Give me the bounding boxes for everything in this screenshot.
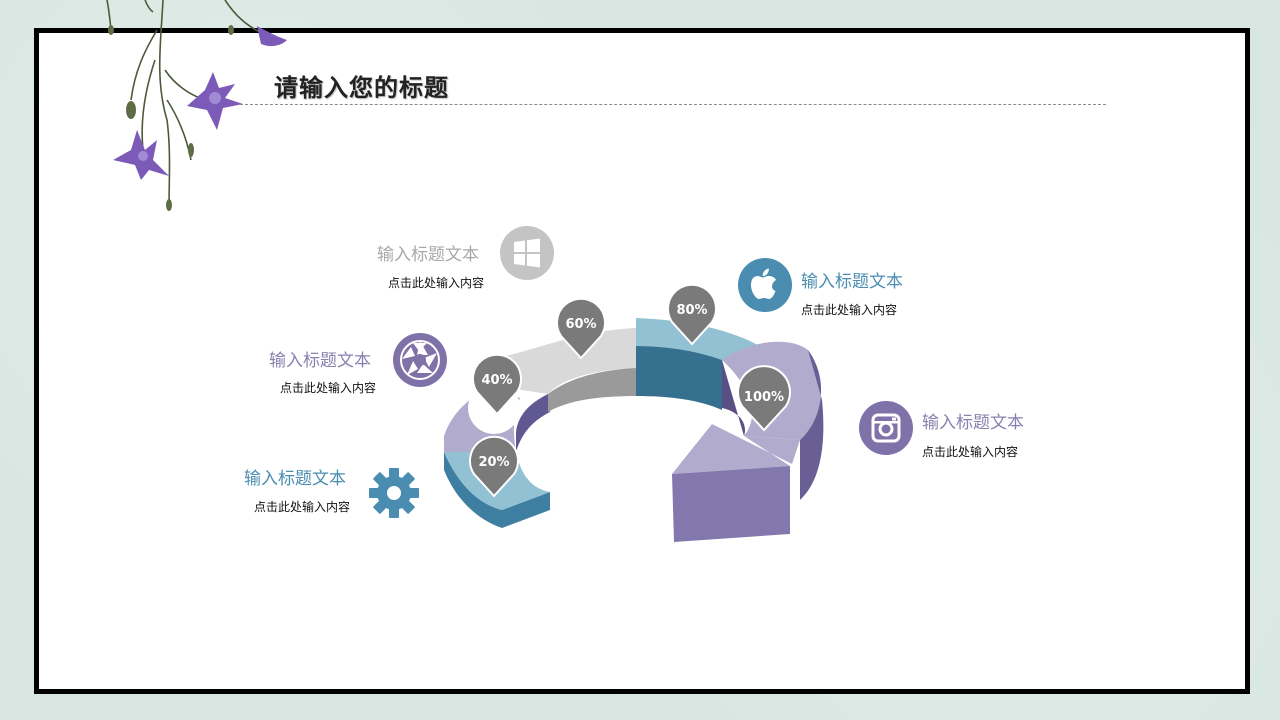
marker-label-60: 60% (565, 317, 596, 332)
title-divider (240, 104, 1106, 105)
windows-icon (500, 226, 554, 280)
item-title-apple: 输入标题文本 (801, 272, 903, 292)
ring-segment-100-arrow (672, 341, 824, 542)
item-title-gear: 输入标题文本 (244, 469, 346, 489)
ring-segment-60 (496, 328, 636, 412)
item-desc-aperture: 点击此处输入内容 (280, 381, 377, 395)
item-desc-instagram: 点击此处输入内容 (922, 445, 1019, 459)
item-desc-apple: 点击此处输入内容 (801, 303, 898, 317)
item-title-aperture: 输入标题文本 (269, 351, 371, 371)
percent-marker-40: 40% (472, 353, 522, 416)
item-title-instagram: 输入标题文本 (922, 413, 1024, 433)
marker-label-40: 40% (481, 373, 512, 388)
flower-decoration (106, 0, 287, 211)
ring-segment-80 (636, 318, 760, 410)
percent-marker-60: 60% (556, 297, 606, 360)
marker-label-20: 20% (478, 455, 509, 470)
instagram-icon (859, 401, 913, 455)
item-title-windows: 输入标题文本 (377, 245, 479, 265)
item-desc-gear: 点击此处输入内容 (254, 500, 351, 514)
slide-title: 请输入您的标题 (274, 74, 449, 102)
apple-icon (738, 258, 792, 312)
percent-marker-80: 80% (667, 283, 717, 346)
gear-icon (367, 466, 421, 520)
item-desc-windows: 点击此处输入内容 (388, 276, 485, 290)
percent-marker-100: 100% (737, 365, 791, 432)
aperture-icon (393, 333, 447, 387)
marker-label-100: 100% (744, 390, 784, 405)
marker-label-80: 80% (676, 303, 707, 318)
